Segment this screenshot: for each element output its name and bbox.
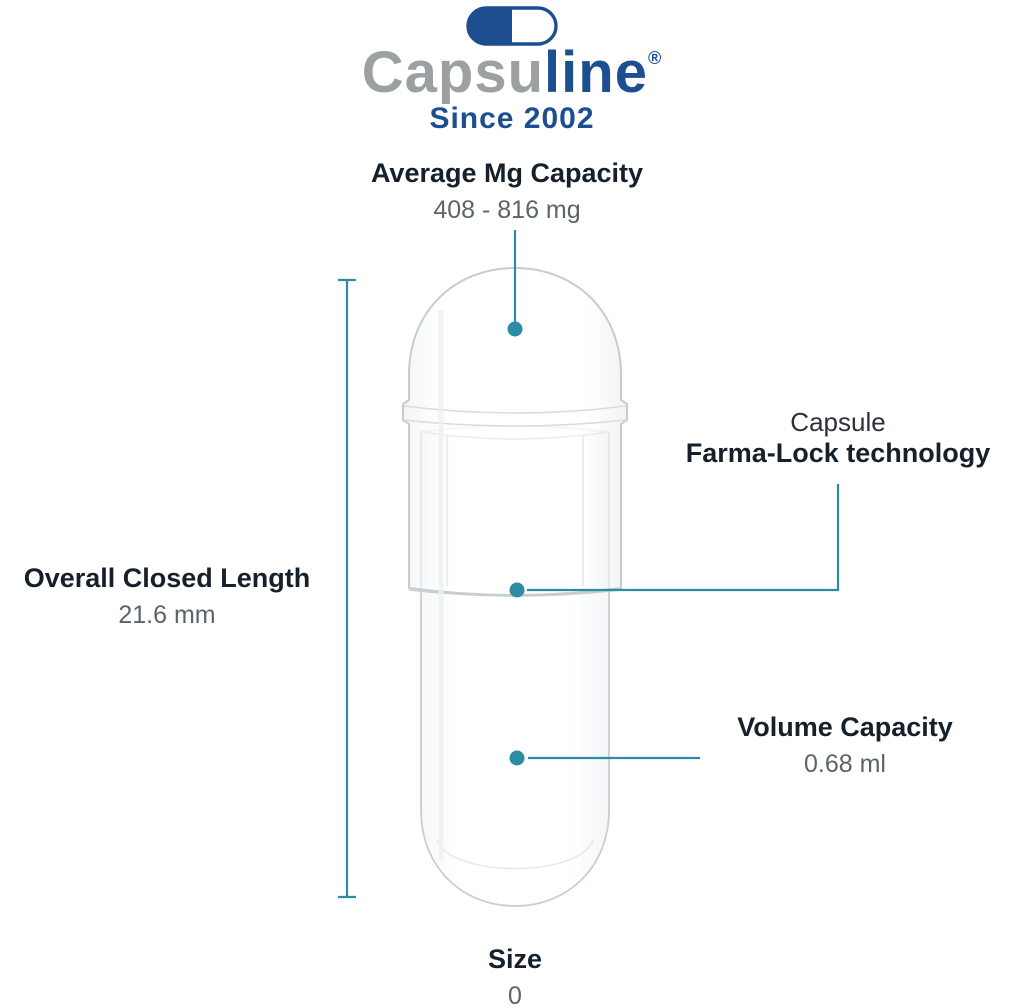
size-annotation: Size 0 [315, 944, 715, 1008]
closed-length-value: 21.6 mm [118, 601, 216, 630]
farma-lock-connector [527, 484, 840, 592]
farma-lock-line2: Farma-Lock technology [685, 437, 991, 468]
logo-part-line: line [544, 40, 648, 105]
capsule-flange-line2 [403, 419, 627, 427]
size-title: Size [487, 944, 543, 974]
capsule-flange-line [403, 405, 627, 414]
farma-lock-dot [509, 582, 525, 598]
brand-logo: Capsuline® Since 2002 [0, 0, 1024, 136]
size-value: 0 [508, 982, 522, 1008]
farma-lock-annotation: Capsule Farma-Lock technology [652, 407, 1024, 469]
capsule-illustration [402, 266, 628, 907]
volume-title: Volume Capacity [737, 712, 953, 742]
mg-capacity-annotation: Average Mg Capacity 408 - 816 mg [307, 158, 707, 225]
volume-dot [509, 750, 525, 766]
volume-value: 0.68 ml [804, 750, 886, 779]
capsule-pill-icon [466, 6, 558, 46]
capsule-cap [402, 266, 628, 596]
mg-capacity-value: 408 - 816 mg [433, 196, 581, 225]
closed-length-annotation: Overall Closed Length 21.6 mm [0, 563, 334, 630]
brand-tagline: Since 2002 [429, 102, 595, 135]
closed-length-title: Overall Closed Length [23, 563, 311, 593]
closed-length-measure [338, 278, 356, 899]
logo-wordmark: Capsuline® [0, 44, 1024, 102]
mg-capacity-title: Average Mg Capacity [370, 158, 644, 188]
mg-capacity-dot [507, 321, 523, 337]
logo-part-capsu: Capsu [361, 40, 545, 105]
capsule-bottom-highlight [436, 839, 594, 870]
registered-mark: ® [647, 48, 663, 68]
farma-lock-line1: Capsule [790, 407, 886, 437]
volume-annotation: Volume Capacity 0.68 ml [660, 712, 1024, 779]
